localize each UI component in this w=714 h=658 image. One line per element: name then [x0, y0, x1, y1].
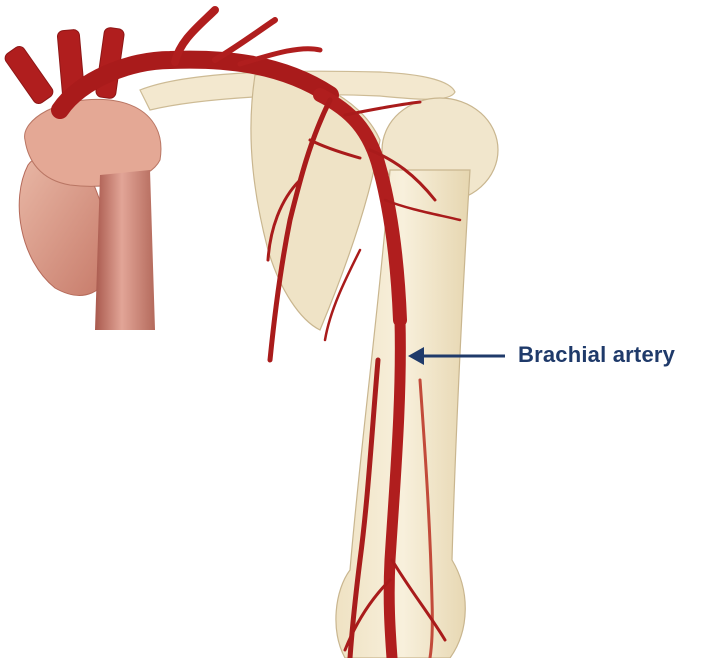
brachial-artery-label: Brachial artery	[518, 342, 675, 368]
descending-aorta	[95, 170, 155, 330]
